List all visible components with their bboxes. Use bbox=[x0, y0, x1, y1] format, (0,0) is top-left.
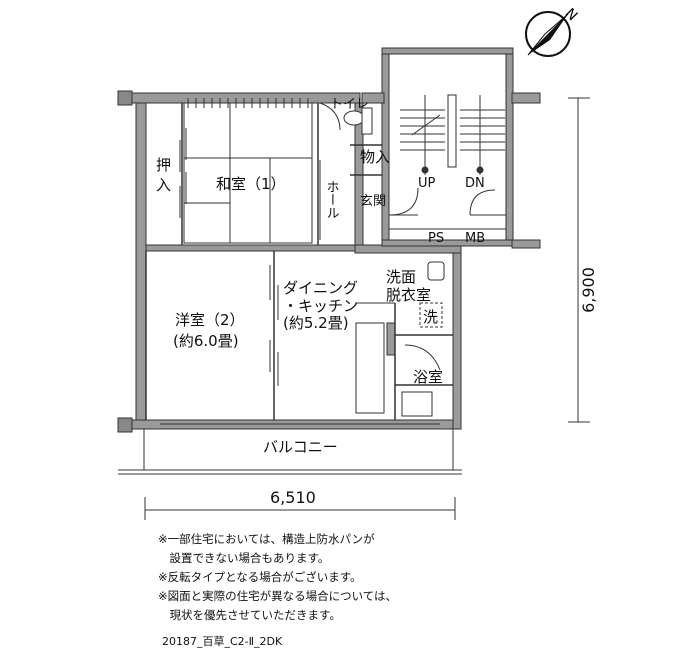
stairs bbox=[400, 94, 505, 175]
senmen-label: 洗面 bbox=[386, 268, 416, 286]
mb-label: MB bbox=[465, 231, 485, 246]
washer-label: 洗 bbox=[423, 308, 438, 326]
dimension-lines bbox=[144, 97, 590, 520]
ps-label: PS bbox=[428, 231, 444, 246]
dn-label: DN bbox=[465, 176, 485, 191]
yokushitsu-label: 浴室 bbox=[413, 368, 443, 386]
width-dimension-label: 6,510 bbox=[270, 488, 316, 507]
yoshitsu-label: 洋室（2） bbox=[175, 311, 245, 329]
genkan-doors bbox=[388, 187, 506, 230]
toilet-door-swing bbox=[319, 102, 341, 131]
washitsu-window bbox=[187, 98, 309, 108]
note-line: ※図面と実際の住宅が異なる場合については、 bbox=[158, 589, 398, 603]
compass-icon: N bbox=[525, 6, 581, 57]
oshiire-label-2: 入 bbox=[156, 176, 171, 194]
notes-block: ※一部住宅においては、構造上防水パンが 設置できない場合もあります。 ※反転タイ… bbox=[158, 530, 588, 625]
toilet-label: トイレ bbox=[330, 97, 369, 112]
note-line: 設置できない場合もあります。 bbox=[158, 551, 330, 565]
yoshitsu-area-label: (約6.0畳) bbox=[173, 332, 239, 350]
genkan-label: 玄関 bbox=[360, 194, 386, 209]
oshiire-label-1: 押 bbox=[156, 156, 171, 174]
dk-label-line1: ダイニング bbox=[283, 279, 358, 297]
toilet-fixture bbox=[343, 107, 373, 135]
dk-area-label: (約5.2畳) bbox=[283, 314, 349, 332]
up-label: UP bbox=[418, 176, 436, 191]
balcony-label: バルコニー bbox=[263, 438, 338, 456]
depth-dimension-label: 6,900 bbox=[579, 267, 598, 313]
sliding-doors bbox=[160, 128, 440, 425]
bathroom-fixtures bbox=[355, 261, 445, 417]
plan-code: 20187_百草_C2-Ⅱ_2DK bbox=[162, 635, 283, 648]
washitsu-label: 和室（1） bbox=[216, 175, 286, 193]
datsuishitsu-label: 脱衣室 bbox=[386, 286, 431, 304]
balcony bbox=[118, 429, 462, 475]
hall-label: ホール bbox=[324, 180, 339, 219]
note-line: 現状を優先させていただきます。 bbox=[158, 608, 341, 622]
washitsu-tatami bbox=[183, 102, 313, 244]
partitions bbox=[145, 103, 453, 420]
monoire-label: 物入 bbox=[360, 148, 390, 166]
compass-north-label: N bbox=[562, 6, 581, 25]
dk-label-line2: ・キッチン bbox=[283, 297, 358, 315]
note-line: ※一部住宅においては、構造上防水パンが bbox=[158, 532, 375, 546]
note-line: ※反転タイプとなる場合がございます。 bbox=[158, 570, 362, 584]
